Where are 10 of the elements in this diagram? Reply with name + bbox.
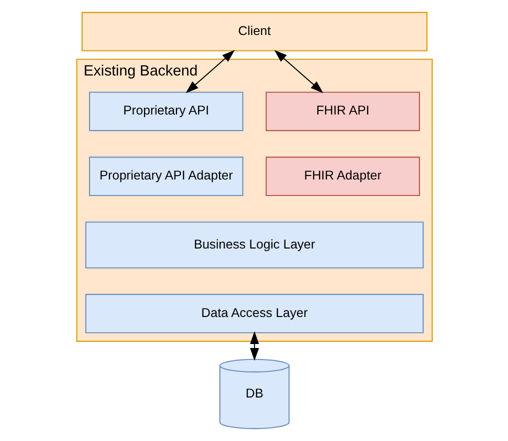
arrow [274,50,323,94]
arrow [250,331,258,361]
arrow [185,50,234,94]
node-box: Proprietary API [88,92,243,132]
node-box: Proprietary API Adapter [88,156,243,196]
node-box: FHIR API [265,92,420,132]
node-box: Client [81,12,427,52]
node-box: FHIR Adapter [265,156,420,196]
node-box: Data Access Layer [84,294,424,334]
node-box: Business Logic Layer [84,222,424,268]
